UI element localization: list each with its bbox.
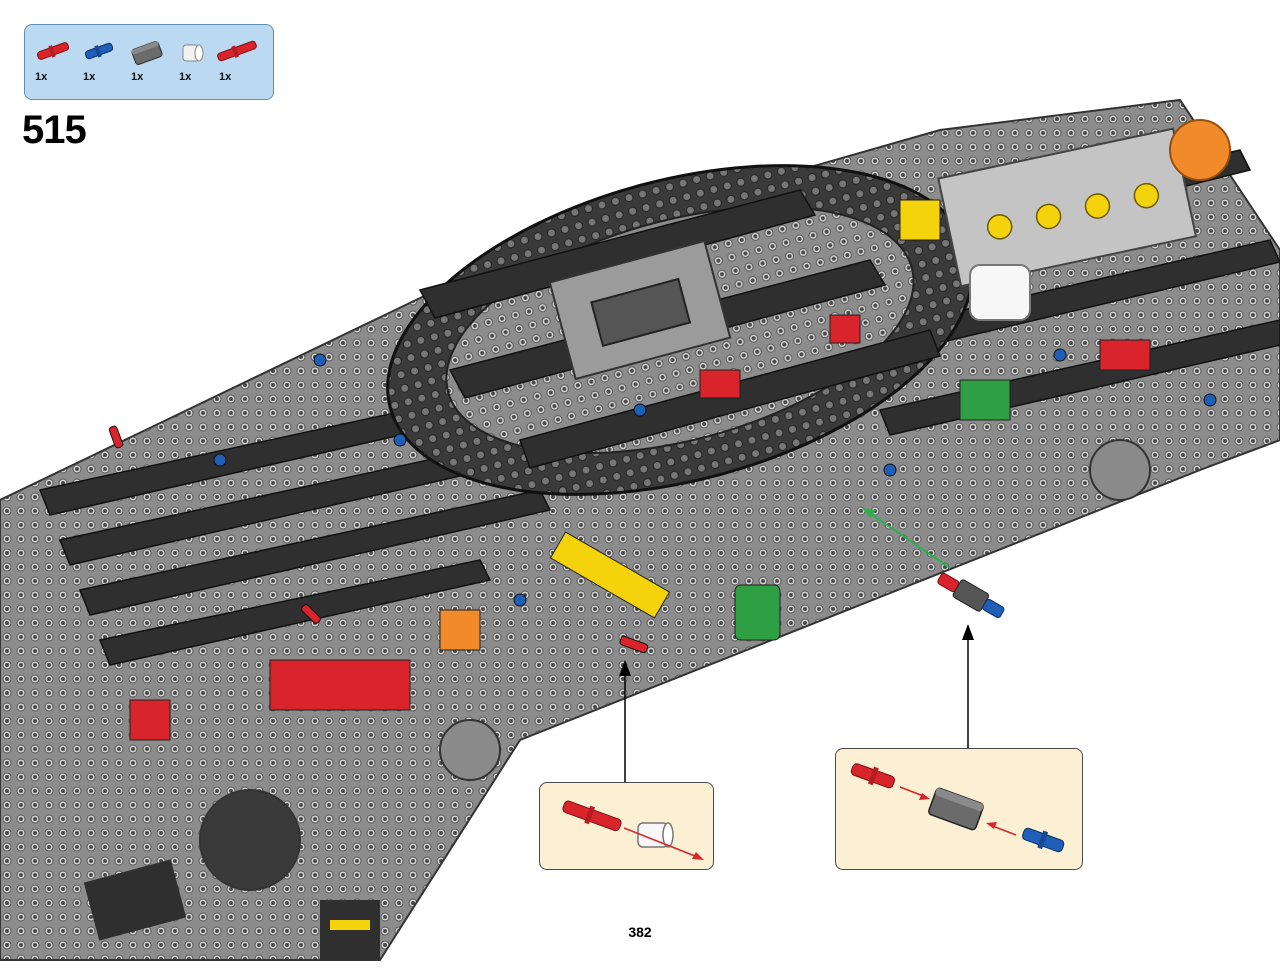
technic-model-icon bbox=[0, 98, 1280, 961]
subassembly-callout-icon bbox=[850, 763, 1065, 853]
part-qty: 1x bbox=[35, 71, 48, 83]
part-white-bush: 1x bbox=[175, 25, 221, 101]
subassembly-callout-icon bbox=[562, 800, 704, 860]
step-number: 515 bbox=[22, 108, 87, 152]
gray-connector-icon bbox=[131, 41, 163, 65]
part-qty: 1x bbox=[179, 71, 192, 83]
part-qty: 1x bbox=[131, 71, 144, 83]
part-qty: 1x bbox=[219, 71, 232, 83]
part-red-axle-pin: 1x bbox=[33, 25, 79, 101]
part-red-axle-pin-long: 1x bbox=[215, 25, 261, 101]
white-bush-icon bbox=[182, 44, 204, 62]
blue-axle-pin-icon bbox=[84, 42, 114, 60]
part-qty: 1x bbox=[83, 71, 96, 83]
part-dark-gray-connector: 1x bbox=[127, 25, 173, 101]
red-axle-pin-icon bbox=[36, 42, 70, 60]
subassembly-callout-right bbox=[835, 748, 1083, 870]
subassembly-callout-left bbox=[539, 782, 714, 870]
part-blue-axle-pin: 1x bbox=[79, 25, 125, 101]
red-axle-pin-long-icon bbox=[217, 40, 257, 62]
page-number: 382 bbox=[628, 924, 652, 940]
parts-list: 1x 1x 1x 1x bbox=[24, 24, 274, 100]
